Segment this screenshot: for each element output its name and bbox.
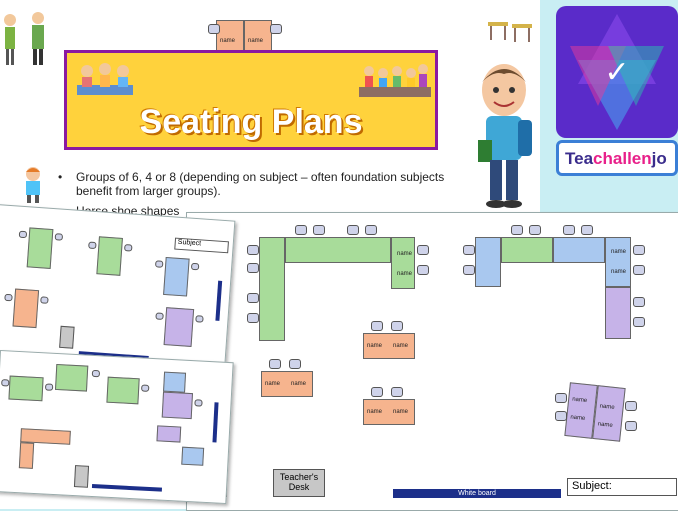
student-character-icon bbox=[478, 64, 532, 208]
page-title: Seating Plans bbox=[139, 103, 363, 141]
girl-character-icon bbox=[26, 167, 40, 203]
teachallenjoy-logo: ✓ bbox=[556, 6, 678, 138]
people-illustration-icon bbox=[4, 12, 44, 65]
seating-plan-thumbnail-2 bbox=[0, 350, 234, 505]
whiteboard: White board bbox=[393, 489, 561, 498]
checkmark-icon: ✓ bbox=[604, 55, 629, 90]
classroom-illustration-icon bbox=[359, 64, 431, 97]
students-at-table-icon bbox=[77, 63, 133, 95]
teachers-desk: Teacher's Desk bbox=[273, 469, 325, 497]
title-banner: Seating Plans bbox=[64, 50, 438, 150]
subject-label: Subject: bbox=[567, 478, 677, 496]
seating-plan-main: name name name name name name name name … bbox=[186, 212, 678, 511]
subject-label-small: Subject bbox=[174, 237, 229, 254]
desk-illustration-icon bbox=[488, 22, 532, 42]
seating-plan-thumbnail-1: Subject bbox=[0, 204, 236, 373]
logo-brand-bar: Teachallenjo bbox=[556, 140, 678, 176]
